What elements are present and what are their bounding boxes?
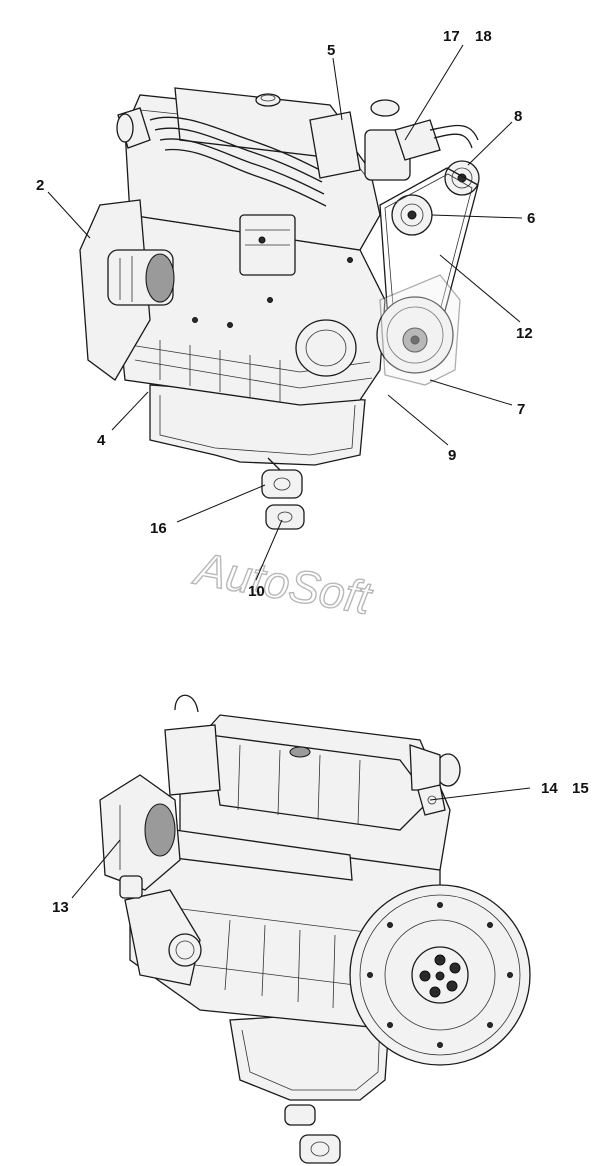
leader-lines — [47, 44, 531, 899]
callout-15: 15 — [572, 780, 589, 797]
callout-9: 9 — [448, 447, 456, 464]
engine-rear-view — [99, 694, 531, 1164]
callout-8: 8 — [514, 108, 522, 125]
callout-6: 6 — [527, 210, 535, 227]
callout-5: 5 — [327, 42, 335, 59]
callout-4: 4 — [97, 432, 106, 449]
oil-filter — [295, 319, 357, 377]
thermostat-housing — [394, 119, 441, 161]
callout-14: 14 — [541, 780, 558, 797]
callout-2: 2 — [36, 177, 44, 194]
callout-16: 16 — [150, 520, 167, 537]
sender-unit-10 — [265, 504, 305, 530]
valve-cover-rear — [209, 734, 431, 831]
callout-17: 17 — [443, 28, 460, 45]
callout-12: 12 — [516, 325, 533, 342]
callout-10: 10 — [248, 583, 265, 600]
callout-7: 7 — [517, 401, 525, 418]
engine-front-view — [79, 87, 480, 530]
callout-13: 13 — [52, 899, 69, 916]
watermark: AutoSoft — [189, 542, 377, 625]
callout-18: 18 — [475, 28, 492, 45]
sender-unit-16 — [261, 469, 303, 499]
